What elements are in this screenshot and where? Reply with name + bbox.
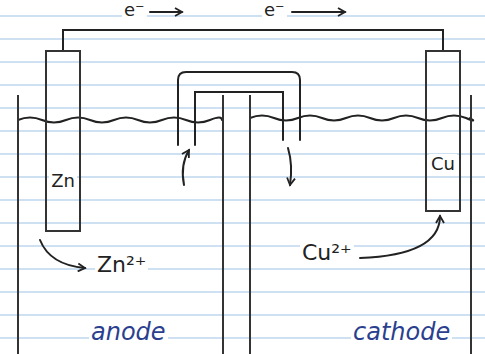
anode-beaker: anode Zn [17, 95, 224, 354]
ion-flow-arrow [288, 148, 291, 185]
zinc-electrode: Zn [45, 50, 81, 232]
water-surface [18, 118, 222, 123]
electron-arrow [292, 11, 345, 13]
electron-label: e⁻ [122, 0, 147, 21]
electron-arrow [150, 11, 182, 13]
element-symbol: Cu [429, 154, 457, 175]
element-symbol: Zn [49, 171, 77, 192]
salt-bridge [178, 72, 300, 145]
copper-electrode: Cu [425, 50, 461, 212]
cathode-beaker: cathode Cu [249, 95, 472, 354]
ion-label: Zn²⁺ [95, 252, 148, 277]
salt-bridge [195, 92, 283, 145]
ion-label: Cu²⁺ [300, 240, 354, 265]
ion-flow-arrow [183, 150, 189, 185]
electrode-label: cathode [351, 319, 452, 347]
ion-flow-arrow [40, 240, 85, 268]
electron-label: e⁻ [262, 0, 287, 21]
external-wire [63, 30, 443, 50]
electrode-label: anode [89, 319, 168, 347]
ion-flow-arrow [360, 216, 440, 258]
